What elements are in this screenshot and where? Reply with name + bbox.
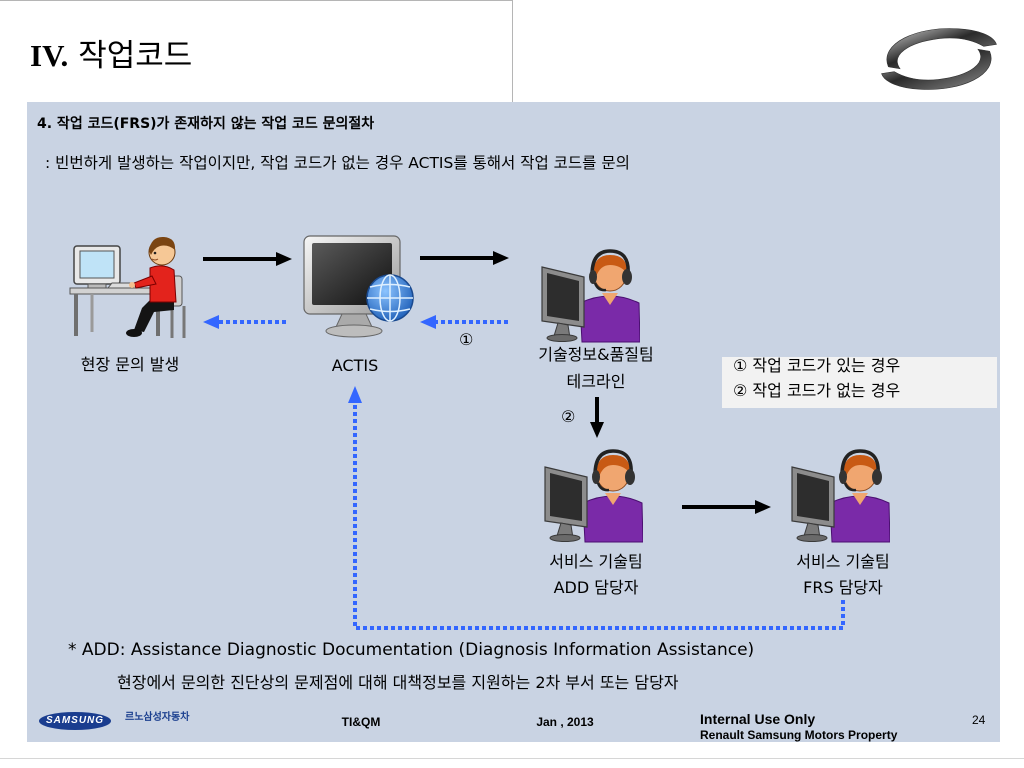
step2-marker: ② [561,407,576,426]
footer-date: Jan , 2013 [536,715,594,729]
person-at-computer-icon [68,232,190,342]
bottom-divider [0,758,1024,759]
legend-case2: ② 작업 코드가 없는 경우 [733,381,901,400]
field-inquiry-label: 현장 문의 발생 [80,355,180,374]
techline-label-line1: 기술정보&품질팀 [538,345,654,364]
monitor-globe-icon [300,232,420,340]
headset-agent-icon [543,443,643,543]
techline-label-line2: 테크라인 [566,372,626,391]
footnote-description: 현장에서 문의한 진단상의 문제점에 대해 대책정보를 지원하는 2차 부서 또… [117,673,679,692]
add-manager-label-line2: ADD 담당자 [553,578,639,597]
add-manager-label-line1: 서비스 기술팀 [549,552,643,571]
frs-manager-label-line2: FRS 담당자 [803,578,883,597]
section-description: : 빈번하게 발생하는 작업이지만, 작업 코드가 없는 경우 ACTIS를 통… [45,154,630,172]
footer-property: Renault Samsung Motors Property [700,728,898,742]
page-number: 24 [972,713,986,727]
footer-classification: Internal Use Only [700,711,816,727]
headset-agent-icon [538,243,642,343]
case-legend: ① 작업 코드가 있는 경우 ② 작업 코드가 없는 경우 [722,357,997,408]
legend-case1: ① 작업 코드가 있는 경우 [733,356,901,375]
headset-agent-icon [790,443,890,543]
footnote-definition: * ADD: Assistance Diagnostic Documentati… [68,640,755,660]
samsung-logo: SAMSUNG [38,711,112,731]
title-numeral: IV. [30,38,69,73]
footer-department: TI&QM [341,715,381,729]
title-text: 작업코드 [78,38,193,74]
company-name: 르노삼성자동차 [125,712,190,723]
globe-icon [366,274,414,322]
title-box [0,0,513,102]
section-heading: 4. 작업 코드(FRS)가 존재하지 않는 작업 코드 문의절차 [37,116,375,132]
actis-label: ACTIS [331,356,379,375]
samsung-logo-text: SAMSUNG [45,715,105,726]
slide-title: IV. 작업코드 [30,36,192,76]
frs-manager-label-line1: 서비스 기술팀 [796,552,890,571]
renault-samsung-logo [878,22,1000,96]
step1-marker: ① [459,330,474,349]
